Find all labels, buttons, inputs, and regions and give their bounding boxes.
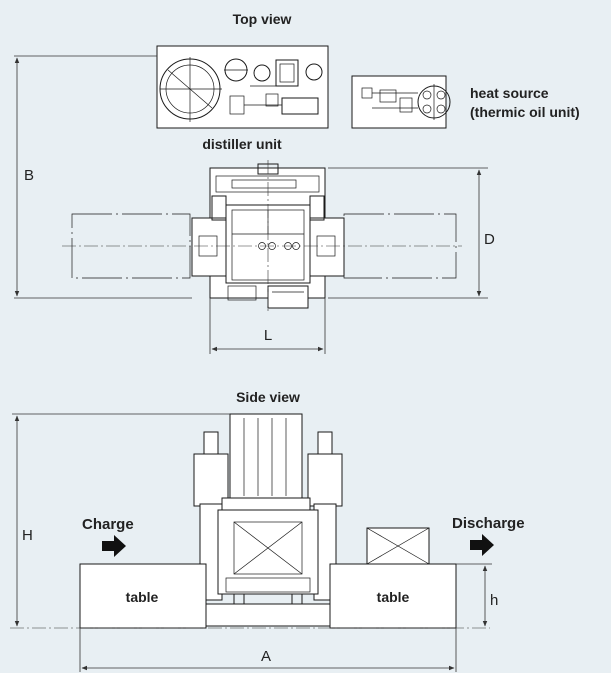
- workpiece-box: [366, 527, 430, 565]
- discharge-arrow-icon: [470, 534, 494, 556]
- charge-label: Charge: [82, 516, 134, 533]
- table-right-label: table: [377, 589, 410, 605]
- table-left: [79, 563, 207, 629]
- dimension-d: D: [328, 167, 495, 299]
- dimension-a: A: [79, 628, 457, 672]
- dimension-table-height-label: h: [490, 592, 498, 609]
- dimension-h: H: [12, 413, 230, 627]
- heat-source-plan: [351, 75, 451, 129]
- machine-plan-top: [62, 160, 462, 312]
- heat-source-sublabel: (thermic oil unit): [470, 104, 580, 120]
- machine-elevation-side: [193, 413, 343, 627]
- dimension-b: B: [14, 55, 192, 299]
- top-view-title: Top view: [233, 11, 292, 27]
- dimension-l: L: [209, 298, 326, 354]
- discharge-label: Discharge: [452, 515, 525, 532]
- dimension-table-height: h: [456, 563, 498, 627]
- distiller-unit-plan: [156, 45, 329, 129]
- table-left-label: table: [126, 589, 159, 605]
- charge-arrow-icon: [102, 535, 126, 557]
- dimension-b-label: B: [24, 167, 34, 184]
- distiller-unit-label: distiller unit: [202, 136, 282, 152]
- dimension-d-label: D: [484, 231, 495, 248]
- dimension-a-label: A: [261, 648, 271, 665]
- dimension-l-label: L: [264, 327, 272, 344]
- side-view-title: Side view: [236, 389, 300, 405]
- dimension-h-label: H: [22, 527, 33, 544]
- heat-source-label: heat source: [470, 85, 549, 101]
- table-right: [329, 563, 457, 629]
